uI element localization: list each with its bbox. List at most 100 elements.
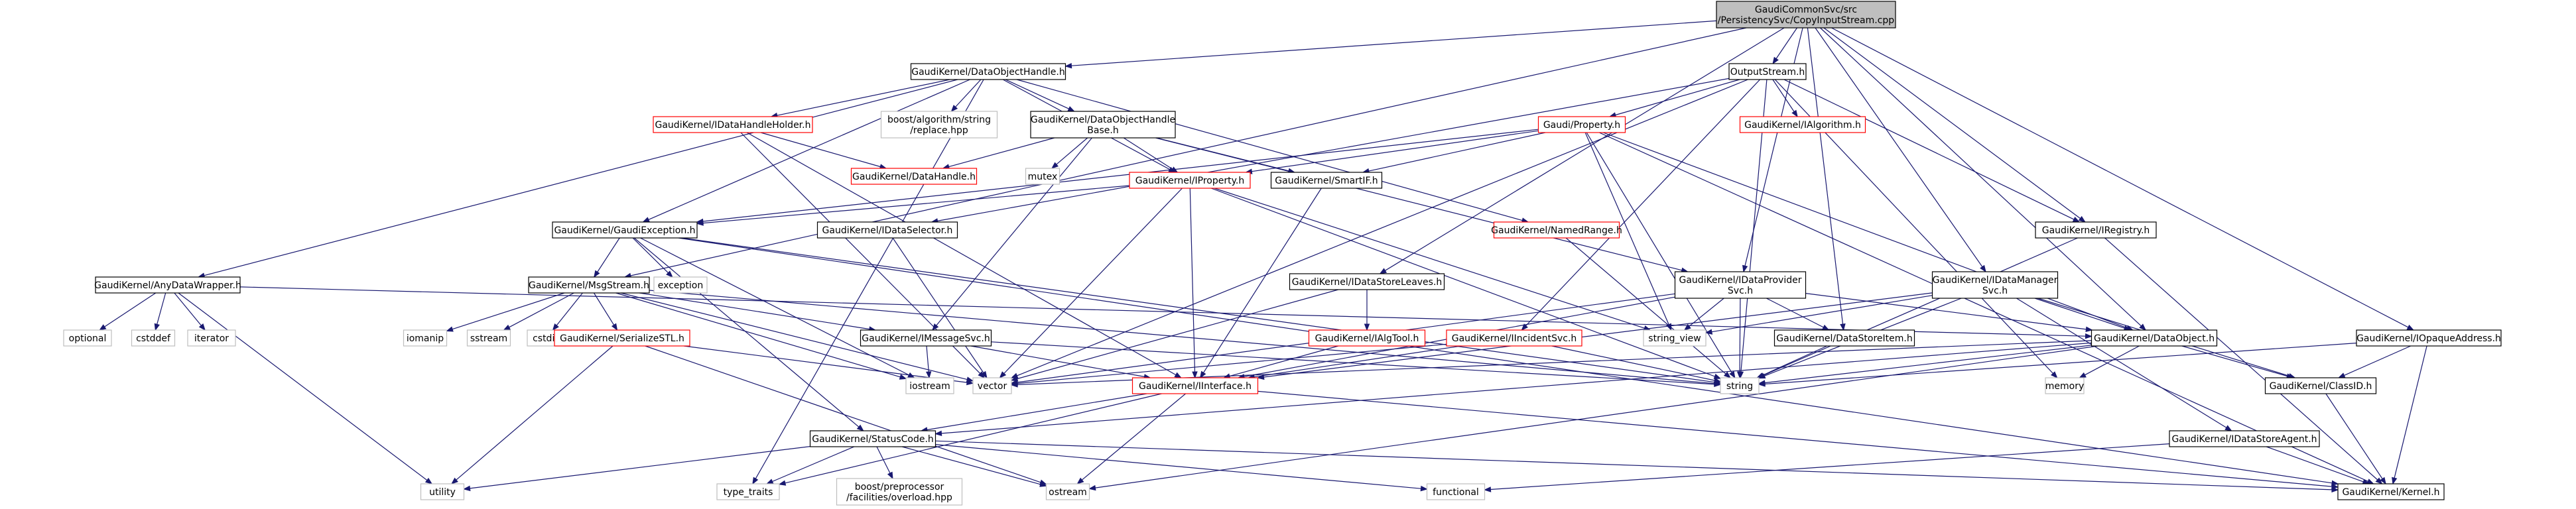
edge-line [777, 79, 950, 116]
edge-line [509, 292, 574, 328]
node-label-iterator: iterator [194, 333, 229, 344]
node-nrange[interactable]: GaudiKernel/NamedRange.h [1491, 221, 1622, 239]
edge-line [104, 292, 157, 327]
edge-line [2344, 345, 2412, 376]
edge-root-to-doh [1064, 20, 1717, 69]
edge-arrowhead [999, 371, 1007, 378]
edge-arrowhead [778, 480, 787, 486]
edge-line [1775, 27, 1797, 59]
node-label-root: /PersistencySvc/CopyInputStream.cpp [1718, 15, 1895, 26]
node-box-exception [653, 276, 708, 294]
node-label-sstream: sstream [470, 333, 507, 344]
edge-arrowhead [1199, 370, 1206, 379]
edge-adw-to-cstddef [154, 292, 166, 331]
node-status[interactable]: GaudiKernel/StatusCode.h [809, 430, 936, 447]
node-functional: functional [1426, 483, 1486, 500]
edge-arrowhead [2392, 477, 2398, 485]
node-doh[interactable]: GaudiKernel/DataObjectHandle.h [910, 63, 1066, 80]
node-label-cstdio: cstdio [533, 333, 560, 344]
node-iinc[interactable]: GaudiKernel/IIncidentSvc.h [1446, 329, 1582, 347]
node-iint[interactable]: GaudiKernel/IInterface.h [1131, 377, 1259, 394]
edge-line [1095, 345, 2098, 488]
edges-layer [99, 20, 2427, 493]
edge-line [2325, 393, 2383, 479]
edge-adw-to-iterator [174, 292, 206, 331]
edge-line [632, 237, 669, 274]
edge-arrowhead [198, 323, 206, 331]
node-gexc[interactable]: GaudiKernel/GaudiException.h [552, 221, 698, 239]
edge-arrowhead [642, 217, 650, 223]
edge-line [1005, 79, 1069, 109]
edge-arrowhead [611, 323, 618, 331]
node-label-string: string [1726, 381, 1753, 392]
node-label-idps: GaudiKernel/IDataProvider [1679, 275, 1802, 286]
edge-line [1689, 298, 1724, 327]
edge-line [1823, 27, 2081, 219]
edge-arrowhead [2375, 477, 2383, 484]
node-serstl[interactable]: GaudiKernel/SerializeSTL.h [554, 329, 690, 347]
edge-arrowhead [1484, 486, 1492, 492]
node-ireg[interactable]: GaudiKernel/IRegistry.h [2035, 221, 2157, 239]
edge-root-to-idms [1815, 27, 1986, 273]
edge-root-to-ireg [1823, 27, 2087, 223]
node-idsl[interactable]: GaudiKernel/IDataStoreLeaves.h [1289, 273, 1445, 290]
node-kernel[interactable]: GaudiKernel/Kernel.h [2337, 483, 2445, 500]
node-box-iterator [187, 329, 236, 347]
edge-line [1017, 289, 1338, 380]
node-dobj[interactable]: GaudiKernel/DataObject.h [2091, 329, 2218, 347]
edge-line [615, 292, 901, 378]
node-label-strview: string_view [1648, 333, 1701, 344]
node-dh[interactable]: GaudiKernel/DataHandle.h [850, 168, 978, 185]
node-label-dobj: GaudiKernel/DataObject.h [2094, 333, 2215, 344]
node-ialg[interactable]: GaudiKernel/IAlgorithm.h [1739, 116, 1866, 133]
node-dsi[interactable]: GaudiKernel/DataStoreItem.h [1773, 329, 1915, 347]
node-label-idms: Svc.h [1982, 286, 2008, 296]
node-iprop[interactable]: GaudiKernel/IProperty.h [1129, 172, 1251, 189]
node-idhh[interactable]: GaudiKernel/IDataHandleHolder.h [653, 116, 813, 133]
node-box-gprop [1537, 116, 1626, 133]
edge-line [1805, 293, 2087, 330]
edge-arrowhead [1067, 106, 1076, 112]
node-ioa[interactable]: GaudiKernel/IOpaqueAddress.h [2356, 329, 2502, 347]
node-smartif[interactable]: GaudiKernel/SmartIF.h [1270, 172, 1383, 189]
node-box-smartif [1270, 172, 1383, 189]
edge-line [1056, 137, 1088, 165]
node-idsa[interactable]: GaudiKernel/IDataStoreAgent.h [2169, 430, 2320, 447]
edge-line [991, 341, 1715, 385]
node-box-vector [972, 377, 1012, 394]
node-classid[interactable]: GaudiKernel/ClassID.h [2264, 377, 2377, 394]
node-ialgtool[interactable]: GaudiKernel/IAlgTool.h [1308, 329, 1426, 347]
edge-line [935, 444, 1421, 489]
edge-doh-to-nrange [1016, 79, 1529, 223]
edge-line [1831, 27, 2409, 328]
edge-status-to-ostream [901, 446, 1047, 487]
edge-line [702, 129, 1539, 222]
edge-root-to-ioa [1831, 27, 2415, 331]
edge-msgs-to-sstream [503, 292, 574, 331]
edge-idsel-to-vector [892, 237, 988, 379]
edge-line [648, 79, 970, 220]
edge-dobj-to-ostream [1088, 345, 2098, 491]
node-idsel[interactable]: GaudiKernel/IDataSelector.h [816, 221, 958, 239]
node-adw[interactable]: GaudiKernel/AnyDataWrapper.h [94, 276, 241, 294]
node-root[interactable]: GaudiCommonSvc/src/PersistencySvc/CopyIn… [1716, 1, 1896, 28]
node-label-kernel: GaudiKernel/Kernel.h [2342, 487, 2439, 498]
node-box-ireg [2035, 221, 2157, 239]
edge-arrowhead [2139, 323, 2147, 331]
edge-line [1766, 298, 1824, 328]
node-box-nrange [1493, 221, 1620, 239]
node-os[interactable]: OutputStream.h [1728, 63, 1807, 80]
edge-arrowhead [1039, 481, 1047, 487]
node-label-dsi: GaudiKernel/DataStoreItem.h [1776, 333, 1912, 344]
edge-arrowhead [1174, 372, 1182, 378]
edge-adw-to-optional [99, 292, 157, 331]
node-cstdio: cstdio [527, 329, 566, 347]
node-msgs[interactable]: GaudiKernel/MsgStream.h [528, 276, 650, 294]
node-gprop[interactable]: Gaudi/Property.h [1537, 116, 1626, 133]
node-imsg[interactable]: GaudiKernel/IMessageSvc.h [860, 329, 992, 347]
edge-line [452, 292, 565, 330]
edge-line [876, 446, 891, 474]
